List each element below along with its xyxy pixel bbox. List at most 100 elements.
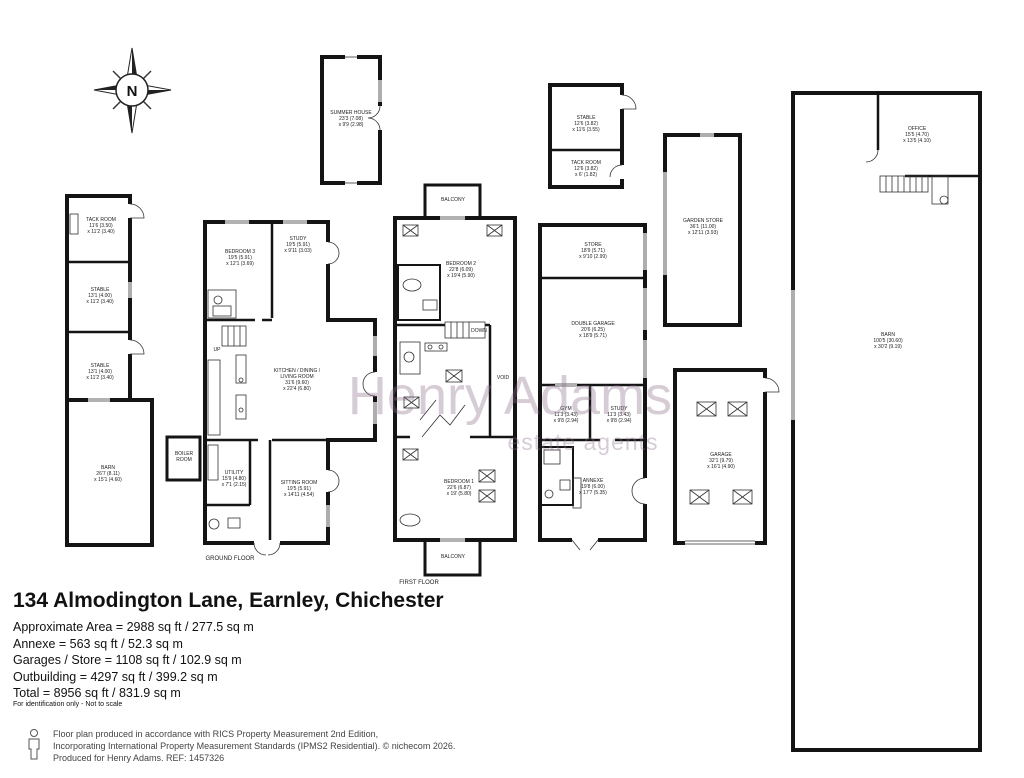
area-line: Total = 8956 sq ft / 831.9 sq m: [13, 686, 181, 700]
door-swing: [367, 105, 381, 131]
room-dimension: 11'3 (3.43): [554, 412, 578, 418]
property-address-title: 134 Almodington Lane, Earnley, Chicheste…: [13, 589, 444, 612]
room-dimension: x 9'8 (2.94): [554, 418, 579, 424]
ground-floor-walls: [165, 219, 378, 556]
area-line: Garages / Store = 1108 sq ft / 102.9 sq …: [13, 653, 242, 667]
stairs: [444, 321, 486, 339]
room-dimension: 12'6 (3.82): [574, 166, 598, 172]
room-dimension: x 30'2 (9.19): [874, 344, 902, 350]
room-name: STABLE: [577, 115, 596, 121]
room-name: UTILITY: [225, 470, 244, 476]
room-dimension: 11'3 (3.43): [607, 412, 631, 418]
room-dimension: x 22'4 (6.80): [283, 386, 311, 392]
room-name: STUDY: [290, 236, 308, 242]
bath: [399, 513, 421, 527]
room-dimension: 26'7 (8.11): [96, 471, 120, 477]
room-dimension: x 12'1 (3.69): [226, 261, 254, 267]
room-name: LIVING ROOM: [280, 374, 313, 380]
room-dimension: 19'5 (5.91): [228, 255, 252, 261]
room-dimension: x 11'2 (3.40): [86, 299, 114, 305]
room-dimension: x 14'11 (4.54): [284, 492, 314, 498]
utility-counter: [207, 444, 219, 481]
first-floor-walls: [393, 183, 517, 577]
room-dimension: 12'6 (3.82): [574, 121, 598, 127]
room-name: STABLE: [91, 363, 110, 369]
room-dimension: 32'1 (9.79): [709, 458, 733, 464]
room-dimension: x 9'10 (2.99): [579, 254, 607, 260]
ground-floor-label: GROUND FLOOR: [205, 556, 255, 562]
door-swing: [865, 149, 879, 163]
void-label: VOID: [497, 375, 510, 381]
door-swing: [571, 539, 599, 551]
agent-watermark: Henry Adams estate agents: [348, 366, 672, 455]
room-name: SUMMER HOUSE: [330, 110, 372, 116]
left-outbuilding-walls: [65, 194, 154, 547]
fixture: [69, 213, 79, 235]
toilet: [544, 489, 554, 499]
room-name: OFFICE: [908, 126, 927, 132]
room-name: KITCHEN / DINING /: [274, 368, 321, 374]
kitchen-island: [235, 394, 247, 420]
door-swing: [621, 94, 637, 110]
wardrobe: [419, 399, 466, 438]
wc: [931, 175, 949, 205]
summer-house-walls: [320, 54, 383, 186]
room-name: TACK ROOM: [571, 160, 601, 166]
room-dimension: x 9'9 (2.98): [339, 122, 364, 128]
room-dimension: x 18'9 (5.71): [579, 333, 607, 339]
room-name: BEDROOM 1: [444, 479, 474, 485]
room-name: BARN: [881, 332, 895, 338]
first-floor-label: FIRST FLOOR: [399, 580, 439, 586]
stable-block-walls: [548, 83, 637, 189]
annexe-bathroom-walls: [539, 446, 574, 506]
person-icon: [28, 729, 40, 760]
room-name: GYM: [560, 406, 571, 412]
room-dimension: 36'1 (11.00): [690, 224, 716, 230]
room-name: BEDROOM 2: [446, 261, 476, 267]
disclaimer: For identification only - Not to scale: [13, 701, 123, 708]
stairs-down-label: DOWN: [471, 328, 487, 334]
room-dimension: 19'8 (6.00): [581, 484, 605, 490]
room-name: BOILER: [175, 451, 194, 457]
compass-icon: N: [93, 47, 172, 134]
room-name: DOUBLE GARAGE: [571, 321, 615, 327]
room-dimension: x 12'11 (3.93): [688, 230, 718, 236]
kitchenette: [572, 477, 582, 509]
area-line: Approximate Area = 2988 sq ft / 277.5 sq…: [13, 620, 254, 634]
room-dimension: 23'3 (7.08): [339, 116, 363, 122]
balcony-label: BALCONY: [441, 554, 466, 560]
room-name: TACK ROOM: [86, 217, 116, 223]
toilet: [208, 518, 220, 530]
room-name: STUDY: [611, 406, 629, 412]
room-dimension: x 15'1 (4.60): [94, 477, 122, 483]
room-name: GARAGE: [710, 452, 732, 458]
room-dimension: x 9'8 (2.94): [607, 418, 632, 424]
shower: [543, 449, 561, 465]
room-dimension: 22'6 (6.87): [447, 485, 471, 491]
room-labels: SUMMER HOUSE 23'3 (7.08) x 9'9 (2.98) TA…: [86, 110, 931, 498]
room-dimension: x 17'7 (5.35): [579, 490, 607, 496]
kitchen-island: [235, 354, 247, 384]
door-swing: [129, 203, 145, 219]
room-dimension: 100'5 (30.60): [873, 338, 903, 344]
footer-line: Produced for Henry Adams. REF: 1457326: [53, 753, 225, 763]
wall: [791, 91, 982, 752]
wall: [673, 368, 767, 545]
window: [377, 80, 383, 102]
room-dimension: x 7'1 (2.15): [222, 482, 247, 488]
room-dimension: 15'5 (4.70): [905, 132, 929, 138]
door-swing: [327, 241, 340, 265]
stairs-up-label: UP: [214, 347, 222, 353]
room-dimension: 13'1 (4.00): [88, 369, 112, 375]
room-dimension: x 11'2 (3.40): [87, 229, 115, 235]
watermark-tagline: estate agents: [507, 429, 658, 455]
door-swing: [327, 469, 340, 493]
room-dimension: x 19' (5.80): [447, 491, 472, 497]
room-name: STABLE: [91, 287, 110, 293]
room-dimension: 19'5 (5.91): [286, 242, 310, 248]
stairs: [221, 325, 247, 347]
wall: [548, 83, 624, 189]
room-dimension: 19'5 (5.91): [287, 486, 311, 492]
room-dimension: 13'1 (4.00): [88, 293, 112, 299]
barn-walls: [790, 91, 982, 752]
